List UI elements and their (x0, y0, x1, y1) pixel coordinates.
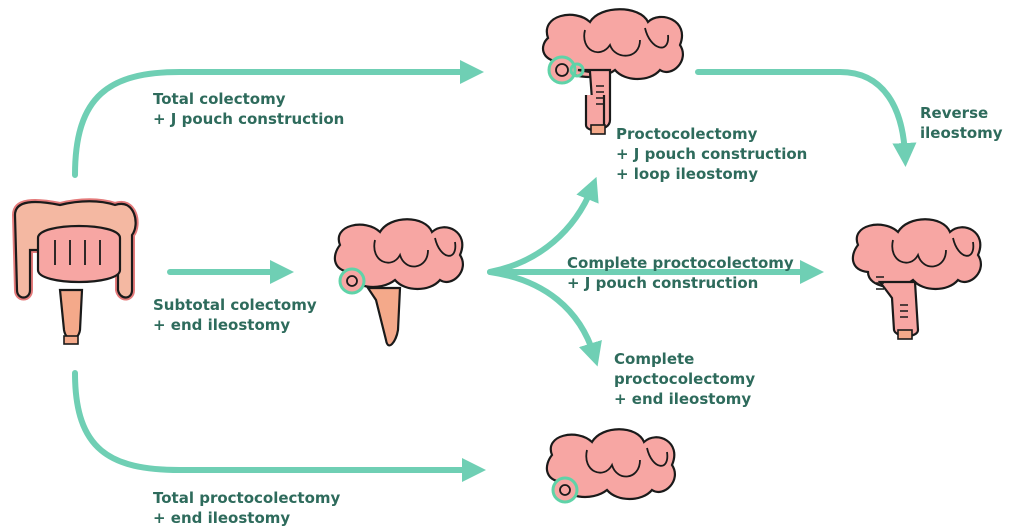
label-proctocolectomy: Proctocolectomy + J pouch construction +… (616, 124, 807, 184)
label-line: + end ileostomy (153, 315, 317, 335)
label-complete-pouch: Complete proctocolectomy + J pouch const… (567, 253, 794, 293)
label-line: + J pouch construction (616, 144, 807, 164)
label-line: ileostomy (920, 123, 1003, 143)
label-line: + J pouch construction (153, 109, 344, 129)
label-line: + loop ileostomy (616, 164, 807, 184)
small-intestine-stoma-icon (547, 429, 675, 502)
label-line: Complete (614, 349, 755, 369)
label-complete-end-ileostomy: Complete proctocolectomy + end ileostomy (614, 349, 755, 409)
label-line: Complete proctocolectomy (567, 253, 794, 273)
label-subtotal-colectomy: Subtotal colectomy + end ileostomy (153, 295, 317, 335)
label-line: Total proctocolectomy (153, 488, 340, 508)
restored-pouch-icon (853, 219, 981, 339)
label-line: Subtotal colectomy (153, 295, 317, 315)
label-line: Reverse (920, 103, 1003, 123)
label-line: + end ileostomy (153, 508, 340, 528)
full-intestine-icon (15, 201, 136, 344)
label-line: proctocolectomy (614, 369, 755, 389)
label-line: + end ileostomy (614, 389, 755, 409)
pouch-with-stoma-icon (543, 9, 683, 134)
label-total-proctocolectomy: Total proctocolectomy + end ileostomy (153, 488, 340, 528)
label-line: + J pouch construction (567, 273, 794, 293)
label-total-colectomy: Total colectomy + J pouch construction (153, 89, 344, 129)
label-line: Total colectomy (153, 89, 344, 109)
subtotal-intestine-icon (335, 219, 463, 345)
arrow-total-procto (75, 373, 474, 470)
label-line: Proctocolectomy (616, 124, 807, 144)
label-reverse-ileostomy: Reverse ileostomy (920, 103, 1003, 143)
